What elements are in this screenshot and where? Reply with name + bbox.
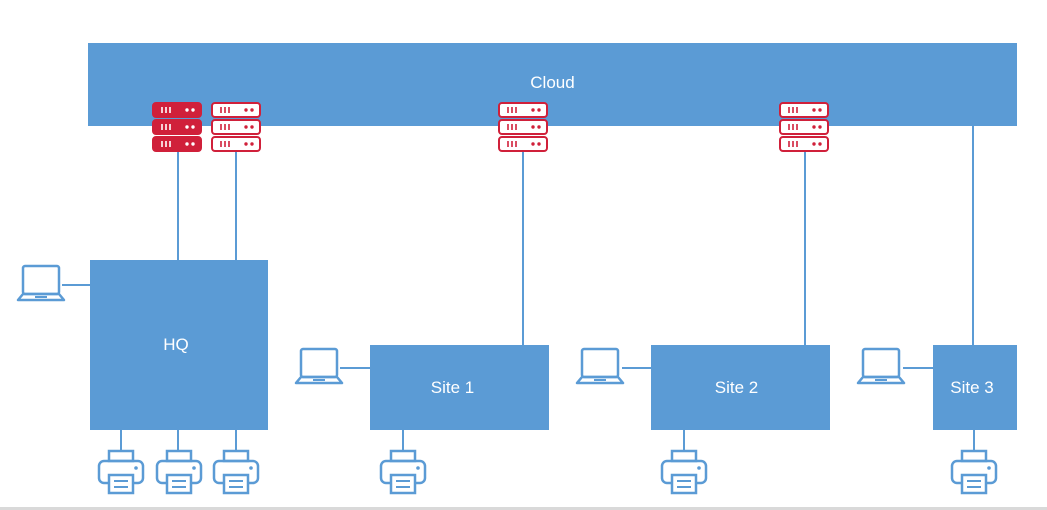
site1-box: Site 1	[370, 345, 549, 430]
site1-label: Site 1	[430, 377, 475, 397]
site2-label: Site 2	[714, 377, 759, 397]
printer-icon	[155, 449, 203, 495]
site3-label: Site 3	[950, 377, 994, 397]
bottom-rule	[0, 507, 1047, 510]
cloud-box: Cloud	[88, 43, 1017, 126]
printer-icon	[660, 449, 708, 495]
laptop-icon	[16, 264, 66, 302]
hq-label: HQ	[163, 335, 189, 354]
printer-icon	[950, 449, 998, 495]
site2-box: Site 2	[651, 345, 830, 430]
connection-lines	[62, 125, 975, 450]
laptop-icon	[294, 347, 344, 385]
laptop-icon	[575, 347, 625, 385]
printer-icon	[97, 449, 145, 495]
site3-box: Site 3	[933, 345, 1017, 430]
printer-icon	[379, 449, 427, 495]
printer-icon	[212, 449, 260, 495]
laptop-icon	[856, 347, 906, 385]
hq-box: HQ	[90, 260, 268, 430]
cloud-label: Cloud	[530, 72, 575, 92]
